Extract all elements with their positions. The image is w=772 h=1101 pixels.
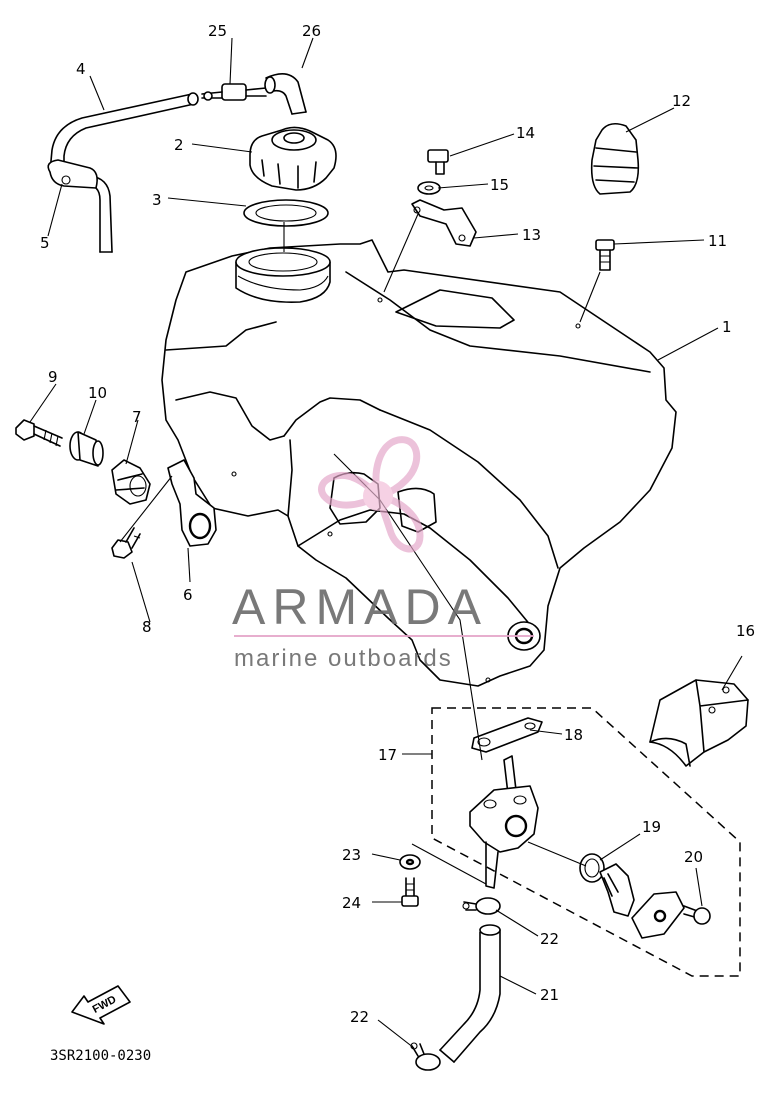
gasket-part-18 [471, 717, 543, 753]
callout-7: 7 [132, 408, 142, 426]
callout-23: 23 [342, 846, 361, 864]
callout-2: 2 [174, 136, 184, 154]
callout-4: 4 [76, 60, 86, 78]
hose-joint-part-25 [201, 83, 267, 101]
leader-lines [29, 37, 743, 1049]
callout-9: 9 [48, 368, 58, 386]
callout-17: 17 [378, 746, 397, 764]
callout-26: 26 [302, 22, 321, 40]
callout-11: 11 [708, 232, 727, 250]
screw-part-20 [683, 905, 711, 925]
callout-19: 19 [642, 818, 661, 836]
o-ring-part-19 [579, 853, 605, 883]
callout-13: 13 [522, 226, 541, 244]
collar-part-10 [69, 431, 104, 467]
callout-20: 20 [684, 848, 703, 866]
drawing-code: 3SR2100-0230 [50, 1048, 151, 1064]
callout-25: 25 [208, 22, 227, 40]
bolt-part-8 [111, 527, 141, 559]
cover-plate [631, 891, 685, 939]
callout-12: 12 [672, 92, 691, 110]
callout-15: 15 [490, 176, 509, 194]
callout-24: 24 [342, 894, 361, 912]
callout-14: 14 [516, 124, 535, 142]
screw-part-11 [595, 239, 615, 271]
fwd-direction-arrow: FWD [71, 985, 131, 1025]
hose-elbow-part-26 [264, 73, 307, 115]
hose-clip-part-5 [47, 159, 98, 189]
fuel-cock-lever [599, 863, 635, 917]
damper-part-7 [111, 459, 151, 505]
armada-watermark: ARMADA marine outboards [232, 436, 534, 672]
callout-numbers: 1 2 3 4 5 6 7 8 9 10 11 12 13 14 15 16 1… [40, 22, 755, 1026]
cushion-part-12 [590, 122, 640, 195]
callout-1: 1 [722, 318, 732, 336]
callout-5: 5 [40, 234, 50, 252]
callout-8: 8 [142, 618, 152, 636]
fuel-hose-part-21 [439, 924, 501, 1063]
hose-clip-part-22-upper [462, 897, 501, 915]
callout-6: 6 [183, 586, 193, 604]
mount-bracket-part-6 [167, 459, 217, 547]
callout-18: 18 [564, 726, 583, 744]
rear-bracket-part-16 [649, 679, 749, 767]
callout-3: 3 [152, 191, 162, 209]
washer-part-23 [399, 854, 421, 870]
washer-part-15 [417, 181, 441, 195]
gasket-part-3 [243, 199, 329, 227]
callout-16: 16 [736, 622, 755, 640]
callout-10: 10 [88, 384, 107, 402]
watermark-name: ARMADA [232, 579, 488, 635]
bracket-part-13 [411, 199, 477, 247]
fuel-cock-body [469, 755, 539, 889]
callout-21: 21 [540, 986, 559, 1004]
callout-22-lower: 22 [350, 1008, 369, 1026]
filler-cap-part-2 [249, 126, 337, 191]
bolt-part-24 [401, 877, 419, 907]
propeller-logo-icon [318, 436, 424, 553]
bolt-part-9 [15, 419, 63, 447]
hose-clip-part-22-lower [410, 1042, 441, 1071]
bolt-part-14 [427, 149, 449, 175]
watermark-tagline: marine outboards [234, 645, 453, 672]
callout-22-upper: 22 [540, 930, 559, 948]
